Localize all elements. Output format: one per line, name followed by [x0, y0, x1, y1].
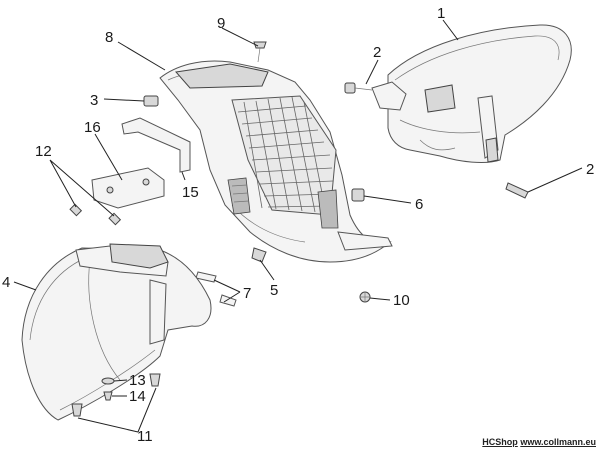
clips-12	[69, 203, 122, 226]
bracket-15	[121, 117, 191, 173]
plate-16	[91, 167, 165, 209]
callout-2-upper: 2	[373, 44, 381, 61]
callout-3: 3	[90, 92, 98, 109]
leader-lines	[13, 19, 583, 433]
callout-13: 13	[129, 372, 146, 389]
callout-8: 8	[105, 29, 113, 46]
pieces-7	[195, 271, 237, 307]
screws-11	[71, 373, 161, 417]
callout-2-lower: 2	[586, 161, 594, 178]
callout-1: 1	[437, 5, 445, 22]
front-mudguard	[21, 243, 212, 421]
rear-mudguard	[371, 24, 572, 164]
credit-brand: HCShop	[482, 437, 518, 447]
shield-vents	[227, 177, 339, 229]
callout-10: 10	[393, 292, 410, 309]
nut-3	[143, 95, 159, 107]
callout-14: 14	[129, 388, 146, 405]
grille-mesh	[231, 95, 337, 216]
callout-4: 4	[2, 274, 10, 291]
bolt-lower	[505, 182, 529, 199]
callout-12: 12	[35, 143, 52, 160]
callout-15: 15	[182, 184, 199, 201]
callout-9: 9	[217, 15, 225, 32]
callout-5: 5	[270, 282, 278, 299]
callout-6: 6	[415, 196, 423, 213]
screw-5	[251, 247, 267, 263]
callout-7: 7	[243, 285, 251, 302]
screw-9	[253, 41, 267, 63]
washer-13	[101, 377, 115, 385]
callout-16: 16	[84, 119, 101, 136]
site-credit: HCShop www.collmann.eu	[482, 437, 596, 447]
bolt-upper	[344, 82, 373, 94]
clip-6	[351, 188, 365, 202]
screw-10	[359, 291, 371, 303]
credit-site: www.collmann.eu	[520, 437, 596, 447]
screw-14	[103, 391, 113, 401]
callout-11: 11	[137, 428, 153, 445]
